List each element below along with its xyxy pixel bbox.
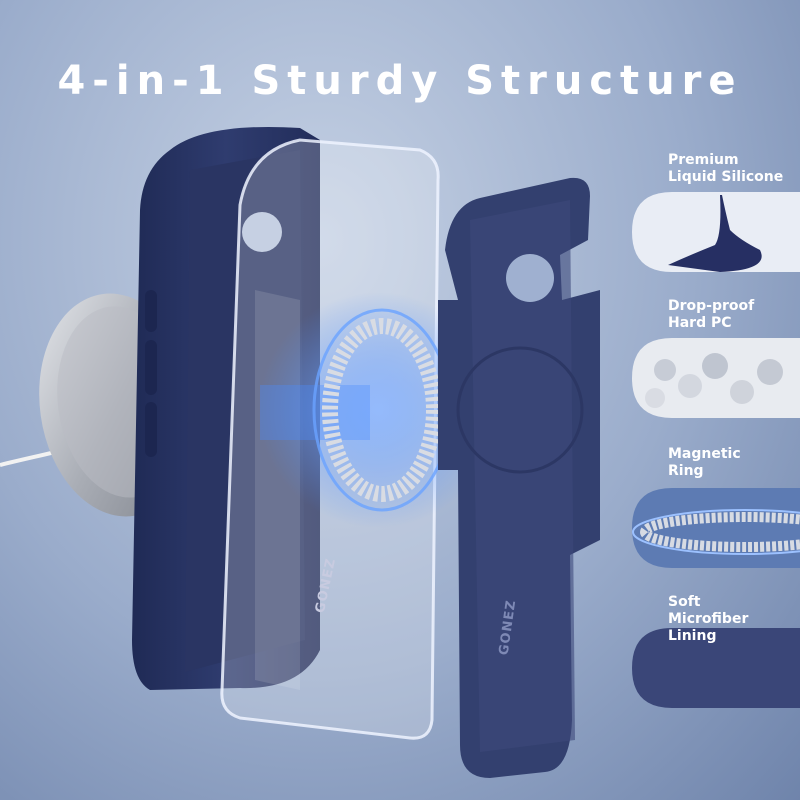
feature-label-silicone: Premium Liquid Silicone <box>668 152 784 185</box>
tile-lining <box>632 628 800 708</box>
feature-label-pc: Drop-proof Hard PC <box>668 298 755 331</box>
feature-label-ring: Magnetic Ring <box>668 446 741 479</box>
tile-silicone <box>632 192 800 272</box>
feature-label-lining: Soft Microfiber Lining <box>668 594 749 644</box>
silicone-shell <box>132 126 320 691</box>
tile-pc <box>632 338 800 418</box>
tile-ring <box>632 488 800 568</box>
microfiber-lining <box>438 177 600 778</box>
page-title: 4-in-1 Sturdy Structure <box>57 58 743 104</box>
